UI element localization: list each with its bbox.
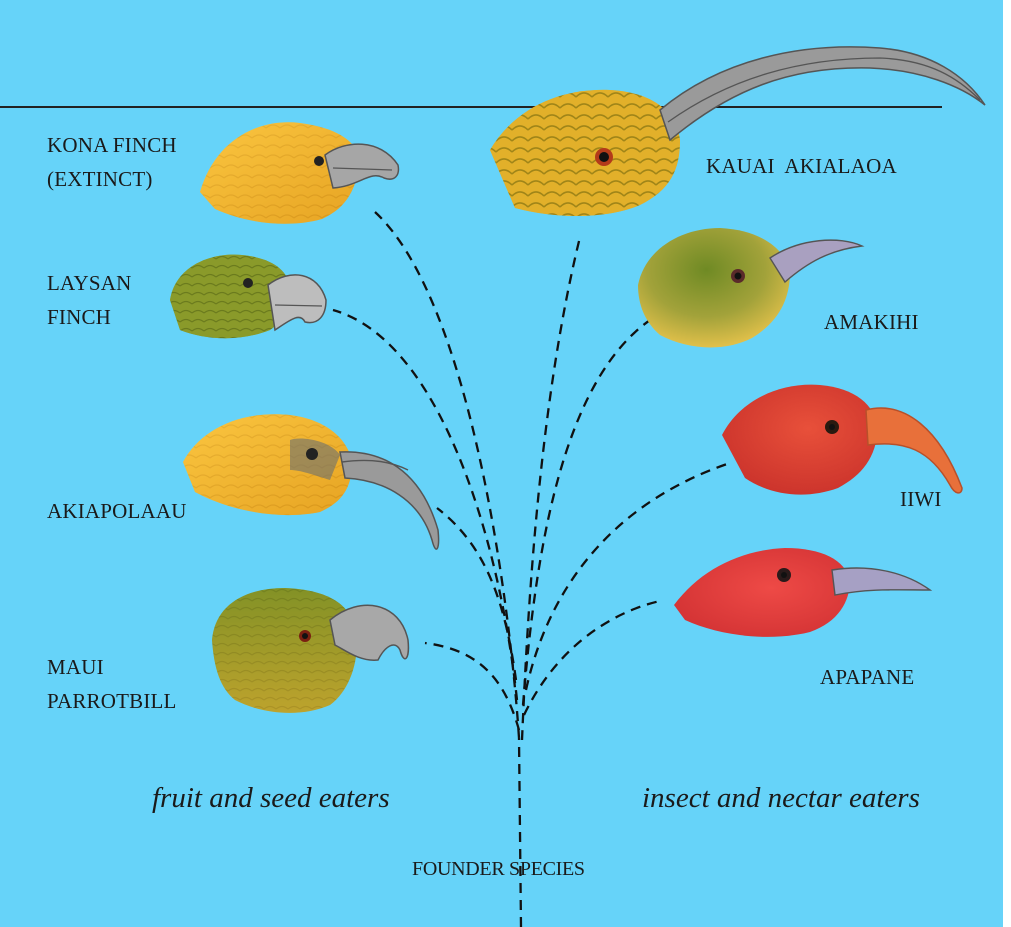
species-label-line: FINCH	[47, 300, 131, 334]
group-label-right: insect and nectar eaters	[642, 782, 920, 815]
species-label-line: KAUAI AKIALAOA	[706, 149, 897, 183]
species-label-line: PARROTBILL	[47, 684, 177, 718]
species-label-iiwi: IIWI	[900, 482, 942, 516]
species-label-line: AKIAPOLAAU	[47, 494, 187, 528]
species-label-line: LAYSAN	[47, 266, 131, 300]
akiapolaau-head	[183, 414, 439, 549]
branch-iiwi	[526, 463, 730, 690]
species-label-laysan-finch: LAYSAN FINCH	[47, 266, 131, 334]
trunk-line	[519, 738, 521, 927]
iiwi-head	[722, 385, 962, 495]
group-label-left: fruit and seed eaters	[152, 782, 390, 815]
species-label-amakihi: AMAKIHI	[824, 305, 919, 339]
kauai-akialaoa-head	[490, 47, 985, 216]
species-label-line: (EXTINCT)	[47, 162, 177, 196]
kona-finch-head	[200, 122, 398, 223]
species-label-maui-parrotbill: MAUI PARROTBILL	[47, 650, 177, 718]
species-label-kauai-akialaoa: KAUAI AKIALAOA	[706, 149, 897, 183]
species-label-apapane: APAPANE	[820, 660, 914, 694]
maui-parrotbill-head	[212, 588, 408, 713]
root-label: FOUNDER SPECIES	[412, 858, 585, 881]
species-label-line: KONA FINCH	[47, 128, 177, 162]
branch-maui-parrotbill	[425, 643, 519, 730]
species-label-kona-finch: KONA FINCH (EXTINCT)	[47, 128, 177, 196]
apapane-head	[674, 548, 930, 637]
species-label-line: AMAKIHI	[824, 305, 919, 339]
laysan-finch-head	[170, 255, 326, 339]
species-label-line: MAUI	[47, 650, 177, 684]
branch-amakihi	[523, 318, 653, 705]
branch-kauai-akialaoa	[522, 237, 580, 740]
species-label-line: IIWI	[900, 482, 942, 516]
species-label-akiapolaau: AKIAPOLAAU	[47, 494, 187, 528]
species-label-line: APAPANE	[820, 660, 914, 694]
branch-apapane	[524, 601, 660, 715]
